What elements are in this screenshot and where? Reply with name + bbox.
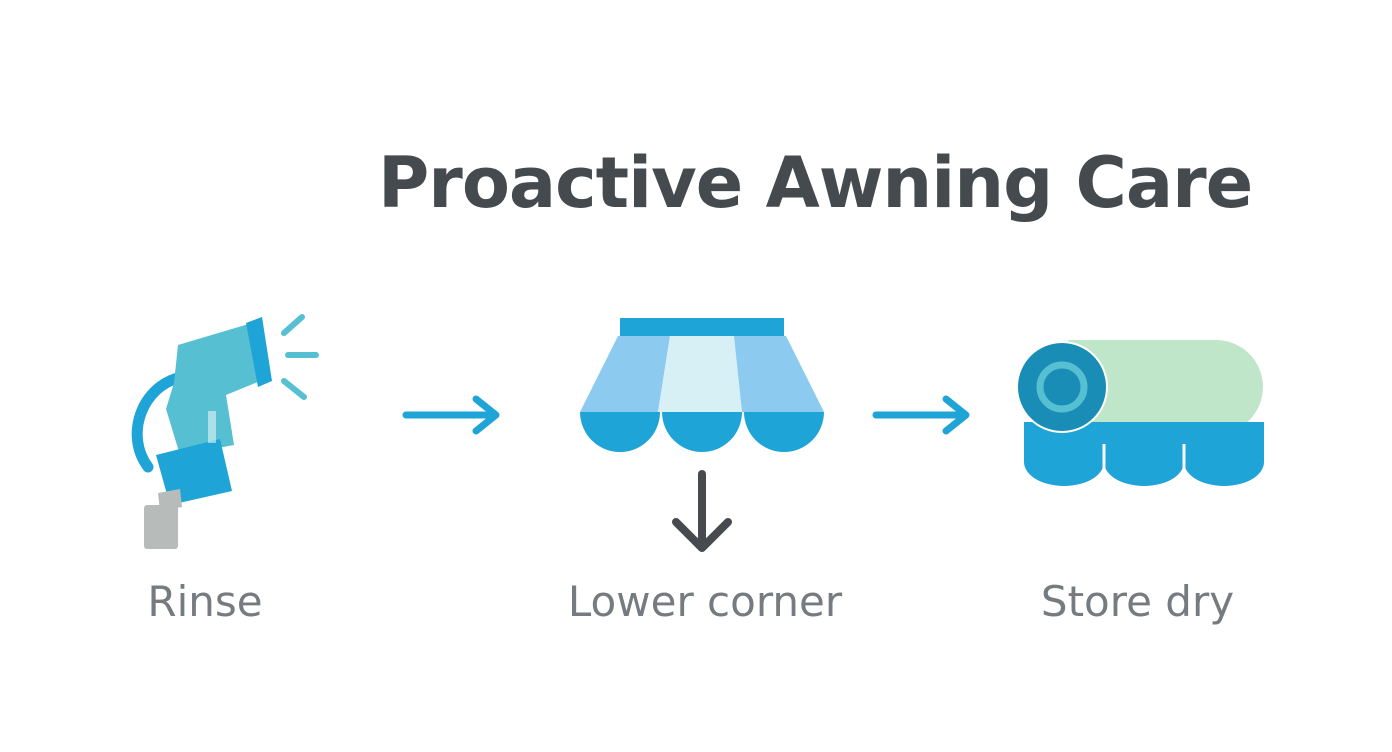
step-label-store-dry: Store dry <box>1040 577 1235 626</box>
step-label-lower-corner: Lower corner <box>567 577 843 626</box>
step-label-rinse: Rinse <box>147 577 263 626</box>
awning-icon <box>580 318 824 452</box>
diagram-title: Proactive Awning Care <box>378 142 1253 224</box>
arrow-right-icon <box>402 395 500 435</box>
rolled-awning-icon <box>1016 340 1264 488</box>
arrow-down-icon <box>672 470 732 552</box>
arrow-right-icon <box>872 395 970 435</box>
hose-nozzle-icon <box>131 314 319 549</box>
